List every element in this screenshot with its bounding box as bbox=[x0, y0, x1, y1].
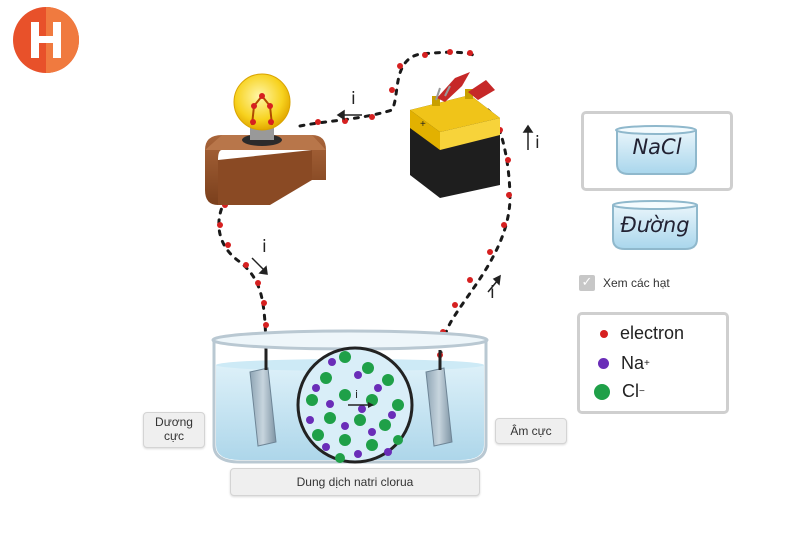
legend-sodium: Na+ bbox=[598, 353, 650, 374]
beaker-nacl-button[interactable]: NaCl bbox=[581, 111, 733, 191]
legend-panel: electron Na+ Cl− bbox=[577, 312, 729, 414]
show-particles-checkbox[interactable]: ✓ Xem các hạt bbox=[579, 275, 670, 291]
lamp-holder bbox=[205, 134, 326, 205]
current-label-lower-right: i bbox=[490, 283, 495, 303]
particle-magnifier bbox=[296, 346, 414, 464]
chloride-ions bbox=[306, 351, 404, 463]
current-arrows bbox=[251, 109, 534, 293]
legend-electron: electron bbox=[598, 323, 684, 344]
anode-label-line2: cực bbox=[163, 429, 185, 443]
current-label-top: i bbox=[351, 89, 356, 109]
solution-label: Dung dịch natri clorua bbox=[230, 468, 480, 496]
legend-chloride-charge: − bbox=[639, 386, 645, 397]
cathode-label-text: Âm cực bbox=[510, 424, 552, 438]
beaker-duong-button[interactable]: Đường bbox=[600, 195, 710, 255]
anode-electrode bbox=[249, 350, 277, 447]
sodium-dot-icon bbox=[598, 358, 609, 369]
anode-label: Dương cực bbox=[143, 412, 205, 448]
solution-label-text: Dung dịch natri clorua bbox=[296, 475, 414, 489]
beaker-duong-label: Đường bbox=[620, 213, 690, 237]
beaker-nacl-label: NaCl bbox=[632, 135, 682, 159]
sodium-ions bbox=[306, 358, 396, 458]
legend-electron-label: electron bbox=[620, 323, 685, 343]
legend-sodium-charge: + bbox=[644, 358, 650, 369]
battery-icon: + bbox=[410, 89, 500, 198]
legend-chloride-label: Cl bbox=[622, 381, 639, 401]
alligator-clip-icon bbox=[435, 72, 495, 102]
logo-icon bbox=[13, 7, 79, 73]
anode-label-line1: Dương bbox=[155, 415, 193, 429]
checkbox-checked-icon[interactable]: ✓ bbox=[579, 275, 595, 291]
beaker-duong-icon bbox=[612, 200, 698, 250]
svg-text:+: + bbox=[420, 119, 426, 130]
electron-dot-icon bbox=[600, 329, 608, 338]
beaker-nacl-icon bbox=[615, 125, 697, 175]
current-label-left: i bbox=[262, 237, 267, 257]
chloride-dot-icon bbox=[594, 383, 610, 400]
cathode-electrode bbox=[425, 350, 453, 447]
legend-sodium-label: Na bbox=[621, 353, 645, 373]
cathode-label: Âm cực bbox=[495, 418, 567, 444]
light-bulb-icon bbox=[233, 73, 291, 140]
current-label-right: i bbox=[535, 133, 540, 153]
magnifier-current-label: i bbox=[355, 388, 358, 401]
show-particles-label: Xem các hạt bbox=[603, 276, 670, 290]
legend-chloride: Cl− bbox=[594, 381, 645, 402]
